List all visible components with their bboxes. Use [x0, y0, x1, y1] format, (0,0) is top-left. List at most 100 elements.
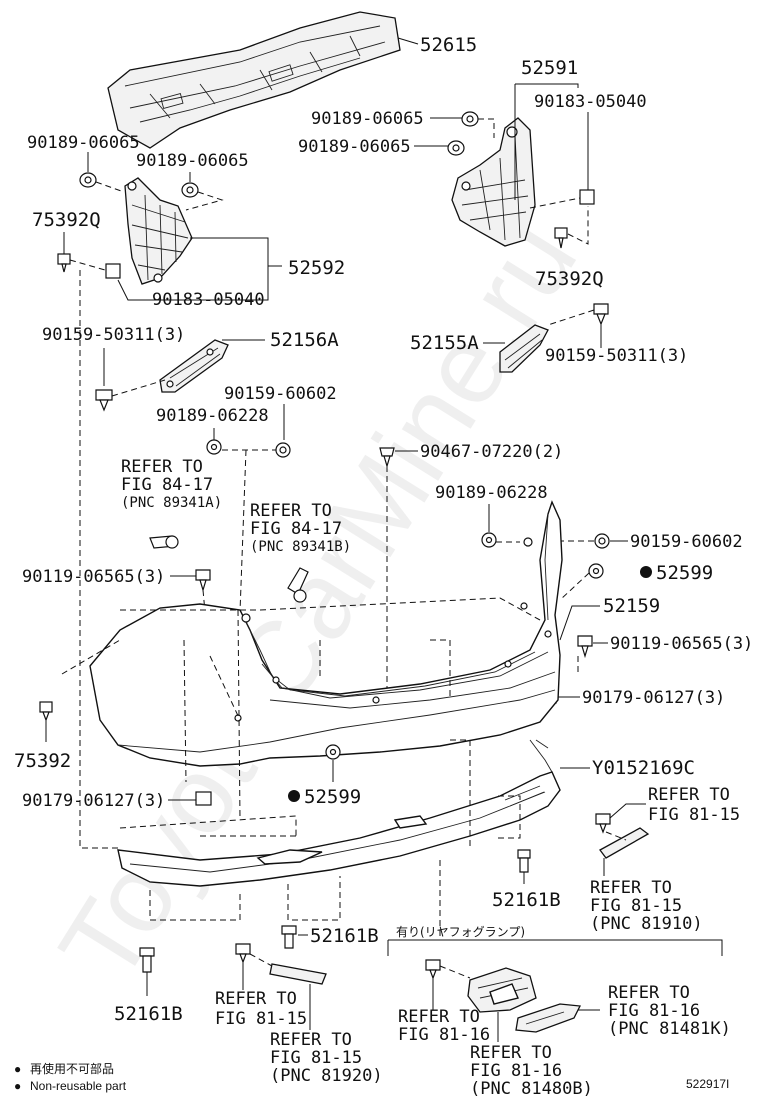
bracket-52156A[interactable]	[159, 339, 229, 393]
label-Y0152169C: Y0152169C	[592, 757, 695, 779]
fog-lamp-bezel-81481K[interactable]	[515, 1003, 582, 1033]
legend-en-text: Non-reusable part	[30, 1079, 127, 1093]
clip-90189-06065-left-2[interactable]	[181, 182, 199, 198]
screw-90119-06565-right[interactable]	[577, 635, 593, 659]
bolt-90159-50311-right[interactable]	[593, 303, 609, 326]
reflector-81910-screw[interactable]	[595, 813, 611, 834]
refer-b-line1: REFER TO	[250, 501, 332, 521]
refer-d-line1: REFER TO	[590, 878, 672, 898]
label-90189-06065-right-1: 90189-06065	[311, 109, 424, 129]
label-75392: 75392	[14, 750, 71, 772]
reflector-81910[interactable]	[599, 827, 650, 859]
label-90189-06228-right: 90189-06228	[435, 483, 548, 503]
refer-a-line3: (PNC 89341A)	[121, 495, 222, 511]
bumper-reinforcement-52615[interactable]	[107, 11, 401, 149]
clip-90189-06065-left-1[interactable]	[79, 172, 97, 188]
label-90159-60602-left: 90159-60602	[224, 384, 337, 404]
grommet-52599-left[interactable]	[325, 744, 341, 760]
refer-d-line3: (PNC 81910)	[590, 914, 703, 934]
label-52599-left: 52599	[304, 786, 361, 808]
lower-cover-Y0152169C[interactable]	[117, 739, 561, 887]
label-52161B-left: 52161B	[114, 1003, 183, 1025]
bolt-90159-50311-left[interactable]	[95, 389, 113, 412]
clip-52161B-middle[interactable]	[281, 925, 297, 949]
fog-lamp-screw[interactable]	[425, 959, 441, 980]
label-90159-50311-right: 90159-50311(3)	[545, 346, 688, 366]
label-52161B-right: 52161B	[492, 889, 561, 911]
legend-marker-2: ●	[14, 1079, 21, 1093]
label-90159-60602-right: 90159-60602	[630, 532, 743, 552]
refer-c-line2: FIG 81-15	[648, 805, 740, 825]
refer-g-line2: FIG 81-16	[398, 1025, 490, 1045]
bracket-52155A[interactable]	[499, 324, 549, 373]
label-90183-05040-left: 90183-05040	[152, 290, 265, 310]
nut-90183-05040-left[interactable]	[105, 263, 121, 279]
refer-c-line1: REFER TO	[648, 785, 730, 805]
side-retainer-52592[interactable]	[124, 177, 193, 285]
fog-lamp-note: 有り(リヤフォグランプ)	[396, 925, 525, 939]
label-90467-07220: 90467-07220(2)	[420, 442, 563, 462]
clip-52161B-right[interactable]	[517, 849, 531, 873]
label-90183-05040-right: 90183-05040	[534, 92, 647, 112]
nut-90159-60602-right[interactable]	[594, 533, 610, 549]
label-52592: 52592	[288, 257, 345, 279]
label-52159: 52159	[603, 595, 660, 617]
refer-i-line1: REFER TO	[608, 983, 690, 1003]
refer-h-line1: REFER TO	[470, 1043, 552, 1063]
label-90119-06565-right: 90119-06565(3)	[610, 634, 753, 654]
refer-e-line1: REFER TO	[215, 989, 297, 1009]
clip-52161B-left[interactable]	[139, 947, 155, 973]
refer-f-line1: REFER TO	[270, 1030, 352, 1050]
label-75392Q-left: 75392Q	[32, 209, 101, 231]
reflector-81920-screw[interactable]	[235, 943, 251, 964]
screw-75392Q-left[interactable]	[57, 253, 71, 273]
refer-a-line2: FIG 84-17	[121, 475, 213, 495]
clip-90189-06228-right[interactable]	[481, 532, 497, 548]
fog-lamp-81480B[interactable]	[467, 967, 537, 1013]
refer-f-line3: (PNC 81920)	[270, 1066, 383, 1086]
refer-h-line2: FIG 81-16	[470, 1061, 562, 1081]
refer-f-line2: FIG 81-15	[270, 1048, 362, 1068]
label-90189-06065-left-1: 90189-06065	[27, 133, 140, 153]
refer-a-line1: REFER TO	[121, 457, 203, 477]
refer-g-line1: REFER TO	[398, 1007, 480, 1027]
grommet-52599-right[interactable]	[588, 563, 604, 579]
clip-90189-06228-left[interactable]	[206, 439, 222, 455]
label-90189-06228-left: 90189-06228	[156, 406, 269, 426]
label-90159-50311-left: 90159-50311(3)	[42, 325, 185, 345]
screw-75392[interactable]	[39, 701, 53, 722]
watermark: ToyotaCarMine.ru	[36, 201, 600, 1002]
nut-90179-06127-left[interactable]	[195, 791, 212, 806]
nut-90183-05040-right[interactable]	[579, 189, 595, 205]
label-90179-06127-left: 90179-06127(3)	[22, 791, 165, 811]
label-90189-06065-left-2: 90189-06065	[136, 151, 249, 171]
refer-i-line2: FIG 81-16	[608, 1001, 700, 1021]
screw-75392Q-right[interactable]	[554, 227, 568, 249]
refer-b-line2: FIG 84-17	[250, 519, 342, 539]
refer-b-line3: (PNC 89341B)	[250, 539, 351, 555]
diagram-id: 522917I	[686, 1077, 729, 1091]
clip-90189-06065-right-1[interactable]	[461, 111, 479, 127]
clip-90467-07220[interactable]	[379, 447, 395, 469]
sensor-89341A[interactable]	[149, 535, 179, 549]
reflector-81920[interactable]	[269, 963, 327, 985]
legend-jp-text: 再使用不可部品	[30, 1061, 114, 1076]
refer-e-line2: FIG 81-15	[215, 1009, 307, 1029]
label-52615: 52615	[420, 34, 477, 56]
bumper-cover-52159[interactable]	[89, 500, 563, 767]
label-52155A: 52155A	[410, 332, 479, 354]
refer-h-line3: (PNC 81480B)	[470, 1079, 593, 1099]
label-52156A: 52156A	[270, 329, 339, 351]
screw-90119-06565-left[interactable]	[195, 569, 211, 593]
sensor-89341B[interactable]	[287, 567, 309, 603]
label-90189-06065-right-2: 90189-06065	[298, 137, 411, 157]
label-52161B-middle: 52161B	[310, 925, 379, 947]
label-52599-right: 52599	[656, 562, 713, 584]
label-90119-06565-left: 90119-06565(3)	[22, 567, 165, 587]
clip-90189-06065-right-2[interactable]	[447, 140, 465, 156]
legend-marker-1: ●	[14, 1062, 21, 1076]
label-75392Q-right: 75392Q	[535, 268, 604, 290]
nut-90159-60602-left[interactable]	[275, 442, 291, 458]
label-52591: 52591	[521, 57, 578, 79]
